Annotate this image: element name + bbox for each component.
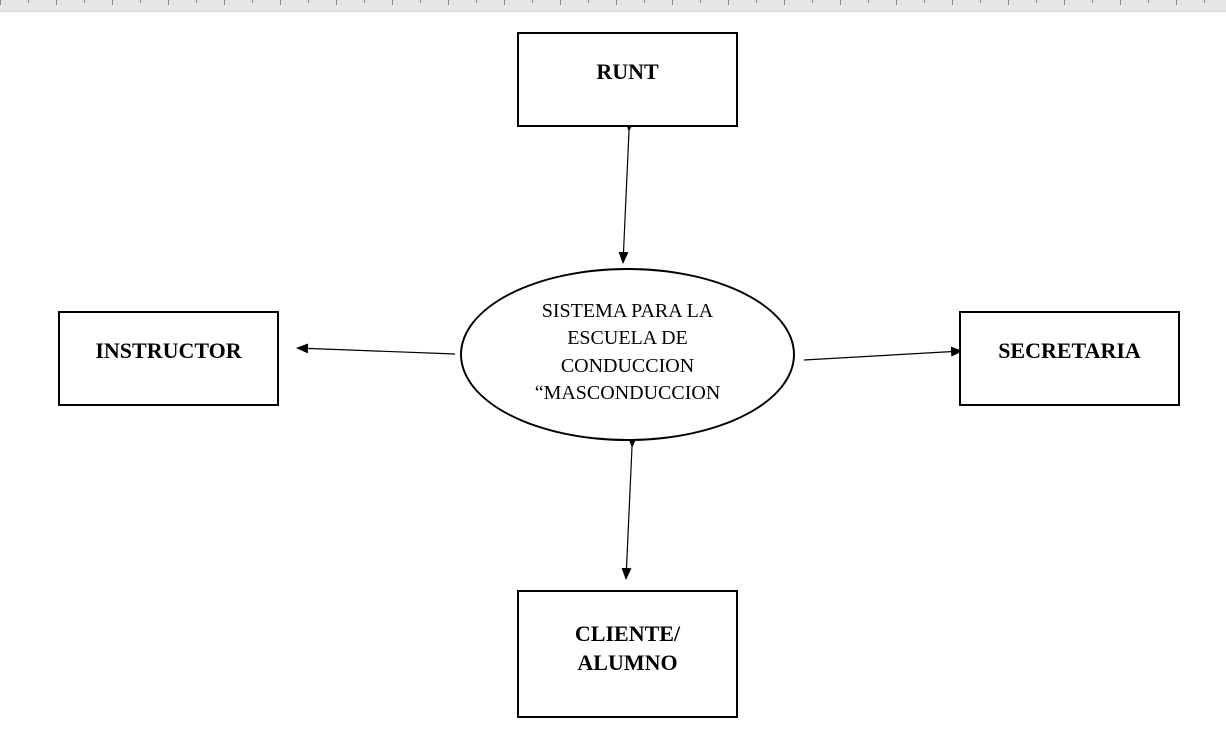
ruler-tick bbox=[840, 0, 841, 5]
ruler-tick bbox=[504, 0, 505, 5]
ruler-tick bbox=[28, 0, 29, 3]
ruler-tick bbox=[448, 0, 449, 5]
arrow-runt-center bbox=[618, 119, 635, 264]
ruler-tick bbox=[812, 0, 813, 3]
ruler-tick bbox=[224, 0, 225, 5]
entity-label-secretaria: SECRETARIA bbox=[998, 338, 1141, 363]
entity-box-instructor: INSTRUCTOR bbox=[58, 311, 279, 406]
ruler-tick bbox=[392, 0, 393, 5]
ruler-tick bbox=[700, 0, 701, 3]
ruler-tick bbox=[868, 0, 869, 3]
system-process-ellipse: SISTEMA PARA LA ESCUELA DE CONDUCCION “M… bbox=[460, 268, 795, 441]
ruler-tick bbox=[756, 0, 757, 3]
entity-box-cliente-alumno: CLIENTE/ ALUMNO bbox=[517, 590, 738, 718]
entity-label-runt: RUNT bbox=[596, 59, 659, 84]
ruler bbox=[0, 0, 1226, 12]
entity-label-cliente-alumno: CLIENTE/ ALUMNO bbox=[574, 621, 681, 675]
ruler-tick bbox=[1036, 0, 1037, 3]
ruler-tick bbox=[336, 0, 337, 5]
ruler-tick bbox=[1064, 0, 1065, 5]
ruler-tick bbox=[644, 0, 645, 3]
ruler-tick bbox=[924, 0, 925, 3]
ruler-tick bbox=[1008, 0, 1009, 5]
ruler-tick bbox=[784, 0, 785, 5]
ruler-tick bbox=[616, 0, 617, 5]
ruler-tick bbox=[280, 0, 281, 5]
ruler-tick bbox=[588, 0, 589, 3]
ruler-tick bbox=[1176, 0, 1177, 5]
ruler-tick bbox=[672, 0, 673, 5]
ruler-tick bbox=[1148, 0, 1149, 3]
ruler-tick bbox=[952, 0, 953, 5]
ruler-tick bbox=[84, 0, 85, 3]
ruler-tick bbox=[140, 0, 141, 3]
ruler-tick bbox=[56, 0, 57, 5]
ruler-tick bbox=[364, 0, 365, 3]
ruler-tick bbox=[1204, 0, 1205, 3]
ruler-tick bbox=[168, 0, 169, 5]
entity-box-runt: RUNT bbox=[517, 32, 738, 127]
ruler-tick bbox=[476, 0, 477, 3]
arrow-center-secretaria bbox=[803, 346, 963, 361]
ruler-tick bbox=[728, 0, 729, 5]
ruler-tick bbox=[196, 0, 197, 3]
entity-box-secretaria: SECRETARIA bbox=[959, 311, 1180, 406]
ruler-tick bbox=[532, 0, 533, 3]
entity-label-instructor: INSTRUCTOR bbox=[95, 338, 242, 363]
ruler-tick bbox=[112, 0, 113, 5]
arrow-center-cliente bbox=[621, 435, 638, 580]
ruler-tick bbox=[420, 0, 421, 3]
ruler-tick bbox=[0, 0, 1, 5]
ruler-tick bbox=[980, 0, 981, 3]
ruler-tick bbox=[560, 0, 561, 5]
ruler-tick bbox=[1092, 0, 1093, 3]
system-process-label: SISTEMA PARA LA ESCUELA DE CONDUCCION “M… bbox=[534, 299, 721, 405]
ruler-tick bbox=[252, 0, 253, 3]
ruler-tick bbox=[896, 0, 897, 5]
ruler-tick bbox=[308, 0, 309, 3]
arrow-center-instructor bbox=[296, 343, 456, 355]
ruler-tick bbox=[1120, 0, 1121, 5]
